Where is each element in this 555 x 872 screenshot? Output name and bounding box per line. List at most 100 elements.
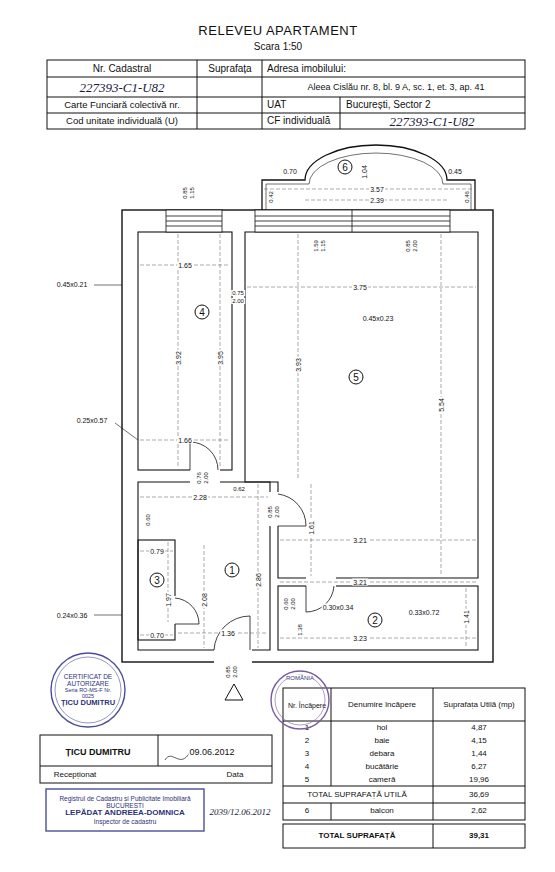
outline-shape bbox=[368, 613, 382, 627]
dimension-label: 0.60 bbox=[145, 513, 151, 527]
leader-lines bbox=[94, 285, 138, 615]
dimension-label: 0.70 bbox=[149, 632, 165, 639]
signature-text: 2039/12.06.2012 bbox=[208, 808, 271, 817]
stamp-ring bbox=[55, 657, 121, 723]
table-cell: Denumire încăpere bbox=[347, 701, 417, 709]
table-cell: 1,44 bbox=[470, 750, 488, 758]
header-cell: Nr. Cadastral bbox=[92, 64, 152, 74]
dimension-label: 0.75 bbox=[231, 290, 245, 296]
table-cell: 2,62 bbox=[470, 807, 488, 815]
callout-number: 6 bbox=[342, 162, 348, 173]
room-table bbox=[283, 688, 525, 848]
callout-number: 5 bbox=[353, 372, 359, 383]
table-cell: 5 bbox=[304, 776, 310, 784]
balcony-inner-outline bbox=[266, 153, 471, 210]
table-cell: 36,69 bbox=[468, 791, 490, 799]
room-number: 2 bbox=[367, 612, 383, 628]
header-cell: 227393-C1-U82 bbox=[388, 115, 475, 128]
outline-shape bbox=[225, 563, 239, 577]
round-stamp: CERTIFICAT DE AUTORIZARESeria RO-MS-F Nr… bbox=[50, 652, 126, 728]
header-cell: 227393-C1-U82 bbox=[78, 81, 165, 94]
room-number: 6 bbox=[337, 159, 353, 175]
dimension-label: 0.24x0.36 bbox=[56, 612, 89, 619]
dimension-label: 3.57 bbox=[369, 186, 385, 193]
dimension-label: 0.79 bbox=[149, 548, 165, 555]
signature-text: Data bbox=[226, 771, 245, 779]
dimension-label: 0.45 bbox=[447, 168, 463, 175]
dimension-label: 0.85 bbox=[225, 665, 231, 679]
dimension-label: 1.61 bbox=[308, 520, 315, 536]
outline-shape bbox=[349, 370, 363, 384]
table-cell: Suprafața Utilă (mp) bbox=[442, 701, 516, 709]
room-outlines bbox=[138, 232, 478, 650]
dimension-label: 0.70 bbox=[282, 168, 298, 175]
table-cell: 2 bbox=[304, 737, 310, 745]
stamp-ring bbox=[275, 675, 325, 725]
dimension-label: 0.62 bbox=[232, 486, 246, 492]
dimension-label: 2.00 bbox=[290, 597, 296, 611]
dimension-label: 1.15 bbox=[320, 239, 326, 253]
entrance-marker bbox=[225, 684, 243, 700]
signature-text: Recepționat bbox=[53, 771, 98, 779]
dimension-label: 2.86 bbox=[255, 572, 262, 588]
dimension-label: 3.21 bbox=[352, 579, 368, 586]
dimension-label: 2.08 bbox=[201, 592, 208, 608]
outline-shape bbox=[150, 573, 164, 587]
stamp-text: ȚICU DUMITRU bbox=[61, 699, 115, 707]
dimension-label: 0.85 bbox=[405, 239, 411, 253]
table-cell: bucătărie bbox=[365, 763, 400, 771]
signature-table bbox=[40, 735, 272, 783]
outline-shape bbox=[338, 160, 352, 174]
header-cell: Suprafața bbox=[207, 64, 252, 74]
dimension-label: 3.95 bbox=[217, 350, 224, 366]
outer-wall bbox=[122, 210, 493, 662]
header-cell: UAT bbox=[266, 100, 287, 110]
table-cell: 6,27 bbox=[470, 763, 488, 771]
outline-shape bbox=[271, 671, 329, 729]
dimension-label: 3.93 bbox=[295, 357, 302, 373]
signature-text: ȚICU DUMITRU bbox=[65, 748, 132, 757]
window-openings bbox=[166, 210, 450, 232]
table-cell: 19,96 bbox=[468, 776, 490, 784]
header-cell: Adresa imobilului: bbox=[266, 64, 347, 74]
callout-number: 4 bbox=[199, 307, 205, 318]
dimension-label: 0.46 bbox=[464, 190, 470, 204]
round-stamp: ROMÂNIA bbox=[270, 670, 330, 730]
dimension-label: 0.76 bbox=[196, 471, 202, 485]
page-title: RELEVEU APARTAMENT bbox=[197, 24, 358, 37]
dimension-label: 2.28 bbox=[192, 494, 208, 501]
table-cell: balcon bbox=[369, 807, 395, 815]
header-cell: CF individuală bbox=[266, 116, 331, 126]
table-cell: 39,31 bbox=[468, 832, 490, 840]
room-number: 3 bbox=[149, 572, 165, 588]
signature-text: 09.06.2012 bbox=[188, 748, 235, 757]
header-cell: București, Sector 2 bbox=[345, 100, 431, 110]
dimension-label: 0.45x0.23 bbox=[362, 315, 395, 322]
table-cell: TOTAL SUPRAFAȚĂ UTILĂ bbox=[306, 791, 407, 799]
header-cell: Aleea Cislău nr. 8, bl. 9 A, sc. 1, et. … bbox=[306, 83, 485, 92]
dimension-label: 2.00 bbox=[232, 665, 238, 679]
dimension-label: 0.33x0.72 bbox=[408, 609, 441, 616]
dimension-label: 2.00 bbox=[231, 298, 245, 304]
dimension-label: 1.38 bbox=[297, 623, 303, 637]
table-cell: TOTAL SUPRAFAȚĂ bbox=[318, 832, 397, 840]
dimension-label: 3.23 bbox=[352, 635, 368, 642]
dimension-label: 5.54 bbox=[438, 397, 445, 413]
dimension-label: 1.65 bbox=[177, 262, 193, 269]
balcony-outline bbox=[262, 145, 475, 210]
dimension-label: 3.21 bbox=[352, 537, 368, 544]
dimension-label: 0.45x0.21 bbox=[56, 281, 89, 288]
dimension-label: 1.04 bbox=[361, 164, 368, 180]
dimension-label: 2.00 bbox=[412, 239, 418, 253]
table-cell: Nr. Încăpere bbox=[287, 702, 327, 709]
dimension-label: 3.92 bbox=[175, 350, 182, 366]
stamp-text: ROMÂNIA bbox=[286, 675, 314, 682]
header-table bbox=[47, 60, 525, 129]
dimension-label: 1.66 bbox=[177, 437, 193, 444]
outline-shape bbox=[51, 653, 125, 727]
callout-number: 3 bbox=[154, 575, 160, 586]
table-cell: 3 bbox=[304, 750, 310, 758]
dimension-label: 2.39 bbox=[369, 197, 385, 204]
dimension-lines bbox=[140, 189, 476, 648]
